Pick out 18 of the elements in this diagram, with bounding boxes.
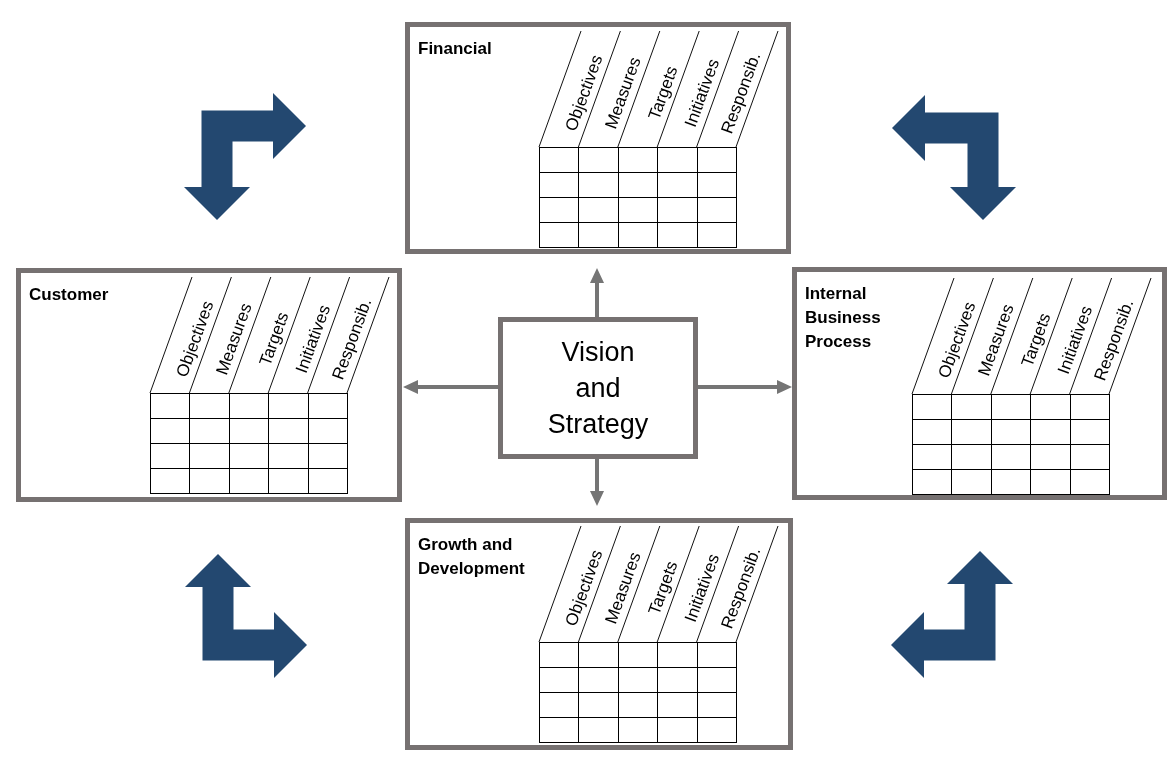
arrow	[590, 268, 604, 317]
arrow	[697, 380, 792, 394]
box-title: Vision and Strategy	[546, 336, 650, 441]
box-title: Growth and Development	[418, 534, 526, 580]
perspective-box	[405, 22, 791, 254]
center-box	[498, 317, 698, 459]
perspective-box	[16, 268, 402, 502]
bent-double-arrow	[892, 95, 1016, 220]
box-title: Financial	[418, 38, 493, 60]
box-title: Customer	[29, 284, 110, 306]
perspective-box	[405, 518, 793, 750]
arrow	[403, 380, 498, 394]
perspective-box	[792, 267, 1167, 500]
box-title: Internal Business Process	[805, 283, 882, 353]
arrow	[590, 458, 604, 506]
bent-double-arrow	[185, 554, 307, 678]
bent-double-arrow	[891, 551, 1013, 678]
bent-double-arrow	[184, 93, 306, 220]
